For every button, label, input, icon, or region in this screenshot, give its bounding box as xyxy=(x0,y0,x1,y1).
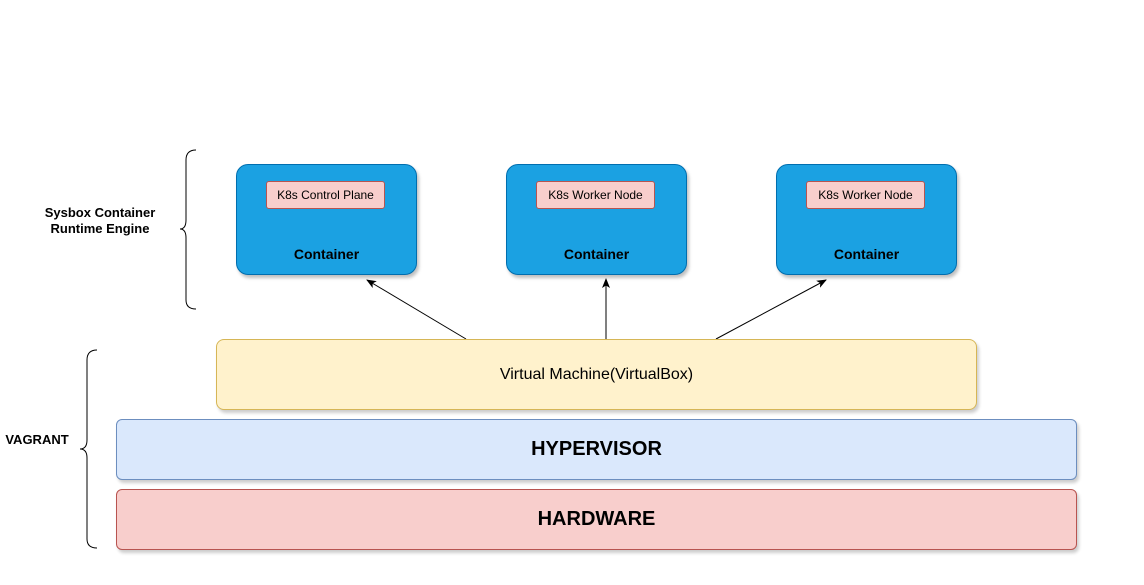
virtual-machine-label: Virtual Machine(VirtualBox) xyxy=(499,365,694,383)
container-worker-1: K8s Worker Node Container xyxy=(506,164,687,275)
container-title: Container xyxy=(833,246,900,262)
k8s-worker-node-label: K8s Worker Node xyxy=(536,181,655,209)
sysbox-brace xyxy=(179,149,197,310)
container-worker-2: K8s Worker Node Container xyxy=(776,164,957,275)
hypervisor-label: HYPERVISOR xyxy=(531,438,662,460)
virtual-machine-layer: Virtual Machine(VirtualBox) xyxy=(216,339,977,410)
arrow-vm-to-worker-2 xyxy=(715,279,827,340)
arrow-vm-to-control-plane xyxy=(366,279,467,340)
k8s-worker-node-label: K8s Worker Node xyxy=(806,181,925,209)
container-title: Container xyxy=(293,246,360,262)
sysbox-runtime-label: Sysbox Container Runtime Engine xyxy=(44,205,156,236)
k8s-control-plane-label: K8s Control Plane xyxy=(266,181,385,209)
vagrant-brace xyxy=(79,349,98,549)
hardware-layer: HARDWARE xyxy=(116,489,1077,550)
container-control-plane: K8s Control Plane Container xyxy=(236,164,417,275)
vagrant-label: VAGRANT xyxy=(5,432,69,447)
container-title: Container xyxy=(563,246,630,262)
hypervisor-layer: HYPERVISOR xyxy=(116,419,1077,480)
hardware-label: HARDWARE xyxy=(537,508,656,530)
